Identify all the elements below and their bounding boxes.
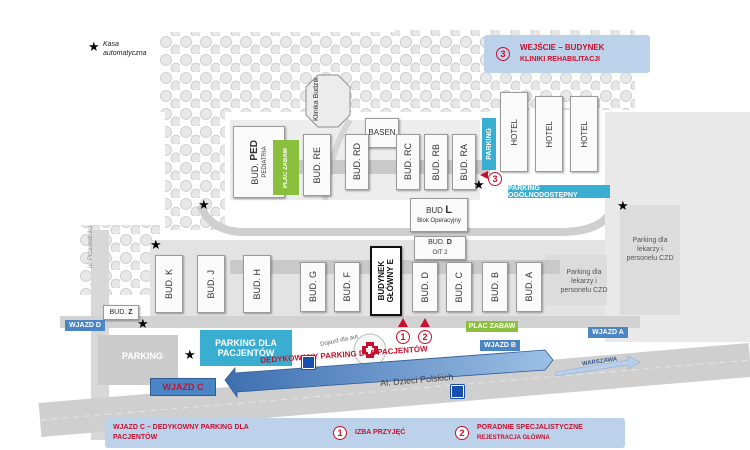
building-j: BUD. J bbox=[197, 255, 225, 313]
building-d-top-letter: D bbox=[446, 239, 452, 246]
parking-public-tag: PARKING OGÓLNODOSTĘPNY bbox=[508, 185, 610, 199]
legend-item2-line2: REJESTRACJA GŁÓWNA bbox=[477, 435, 550, 441]
warszawa-arrow bbox=[554, 355, 641, 377]
building-rb: BUD. RB bbox=[424, 134, 448, 190]
legend-c-line1: WJAZD C – DEDYKOWNY PARKING DLA bbox=[113, 424, 249, 431]
building-l-letter: L bbox=[445, 203, 452, 216]
building-hotel-2: HOTEL bbox=[535, 96, 563, 172]
building-hotel-1: HOTEL bbox=[500, 92, 528, 172]
building-d-top-sub: OIT 2 bbox=[432, 250, 448, 256]
entrance-subtitle: KLINIKI REHABILITACJI bbox=[520, 56, 600, 63]
kasa-star-icon: ★ bbox=[184, 347, 196, 362]
plac-zabaw-bottom: PLAC ZABAW bbox=[466, 321, 518, 332]
building-l-prefix: BUD bbox=[426, 205, 446, 215]
building-e-line1: BUDYNEK bbox=[377, 261, 386, 301]
kasa-star-icon: ★ bbox=[617, 198, 629, 213]
parking-area-left bbox=[98, 335, 178, 385]
parking-left-label: PARKING bbox=[122, 351, 163, 361]
building-e-line2: GŁÓWNY E bbox=[386, 259, 395, 303]
wjazd-d-tag[interactable]: WJAZD D bbox=[65, 320, 105, 331]
kasa-star-icon: ★ bbox=[88, 39, 100, 54]
building-k: BUD. K bbox=[155, 255, 183, 313]
kasa-star-icon: ★ bbox=[473, 177, 485, 192]
parking-vertical-tag: PARKING bbox=[482, 118, 496, 170]
patient-parking-line2: PACJENTÓW bbox=[217, 348, 275, 358]
tree-area-west bbox=[165, 110, 225, 230]
building-l-sub: Blok Operacyjny bbox=[417, 217, 461, 224]
marker-1: 1 bbox=[396, 330, 410, 344]
building-z-letter: Z bbox=[128, 308, 133, 316]
plac-zabaw-top: PLAC ZABAW bbox=[273, 140, 299, 195]
building-d-top: BUD. D OIT 2 bbox=[414, 236, 466, 260]
legend-marker-2: 2 bbox=[455, 426, 469, 440]
marker-3: 3 bbox=[488, 172, 502, 186]
legend-marker-1: 1 bbox=[333, 426, 347, 440]
kasa-star-icon: ★ bbox=[137, 316, 149, 331]
dedicated-parking-arrow bbox=[224, 349, 554, 399]
building-ra: BUD. RA bbox=[452, 134, 476, 190]
legend-c-line2: PACJENTÓW bbox=[113, 434, 158, 441]
building-c: BUD. C bbox=[446, 262, 472, 312]
wjazd-a-tag[interactable]: WJAZD A bbox=[588, 327, 628, 338]
building-h: BUD. H bbox=[243, 255, 271, 313]
kasa-legend-label: Kasa automatyczna bbox=[103, 41, 147, 57]
building-hotel-3: HOTEL bbox=[570, 96, 598, 172]
building-d-top-prefix: BUD. bbox=[428, 239, 447, 246]
building-b: BUD. B bbox=[482, 262, 508, 312]
bottom-legend: WJAZD C – DEDYKOWNY PARKING DLA PACJENTÓ… bbox=[105, 418, 625, 448]
building-basen: BASEN bbox=[365, 118, 399, 148]
parking-staff-mid-label: Parking dla lekarzy i personelu CZD bbox=[560, 269, 608, 294]
patient-parking-line1: PARKING DLA bbox=[215, 338, 277, 348]
kasa-star-icon: ★ bbox=[150, 237, 162, 252]
building-ped-prefix: BUD. bbox=[249, 160, 260, 185]
bus-stop-icon bbox=[450, 384, 465, 399]
wjazd-c-tag[interactable]: WJAZD C bbox=[150, 378, 216, 396]
building-z: BUD. Z bbox=[103, 305, 139, 320]
entrance-info-box: 3 WEJŚCIE – BUDYNEK KLINIKI REHABILITACJ… bbox=[484, 35, 650, 73]
marker-2: 2 bbox=[418, 330, 432, 344]
legend-item2-line1: PORADNIE SPECJALISTYCZNE bbox=[477, 424, 583, 431]
building-rd: BUD. RD bbox=[345, 134, 369, 190]
klinika-budzik-label: Klinika Budzik bbox=[313, 77, 320, 121]
building-g: BUD. G bbox=[300, 262, 326, 312]
building-ped-letter: PED bbox=[248, 139, 260, 161]
building-a: BUD. A bbox=[516, 262, 542, 312]
klinika-budzik-shape bbox=[305, 74, 351, 128]
building-ped-sub: PEDIATRIA bbox=[261, 146, 268, 178]
building-d: BUD. D bbox=[412, 262, 438, 312]
bus-stop-icon bbox=[301, 355, 316, 370]
marker-3-icon: 3 bbox=[496, 47, 510, 61]
legend-item1-label: IZBA PRZYJĘĆ bbox=[355, 429, 406, 436]
parking-staff-right-label: Parking dla lekarzy i personelu CZD bbox=[626, 237, 674, 262]
building-re: BUD. RE bbox=[303, 134, 331, 196]
building-l: BUD L Blok Operacyjny bbox=[410, 198, 468, 232]
building-f: BUD. F bbox=[334, 262, 360, 312]
building-rc: BUD. RC bbox=[396, 134, 420, 190]
kasa-star-icon: ★ bbox=[198, 197, 210, 212]
patient-parking-tag: PARKING DLA PACJENTÓW bbox=[200, 330, 292, 366]
street-left: ul. Przewodnika bbox=[88, 225, 94, 268]
entrance-title: WEJŚCIE – BUDYNEK bbox=[520, 43, 605, 52]
building-z-prefix: BUD. bbox=[109, 308, 129, 316]
wjazd-b-tag[interactable]: WJAZD B bbox=[480, 340, 520, 351]
